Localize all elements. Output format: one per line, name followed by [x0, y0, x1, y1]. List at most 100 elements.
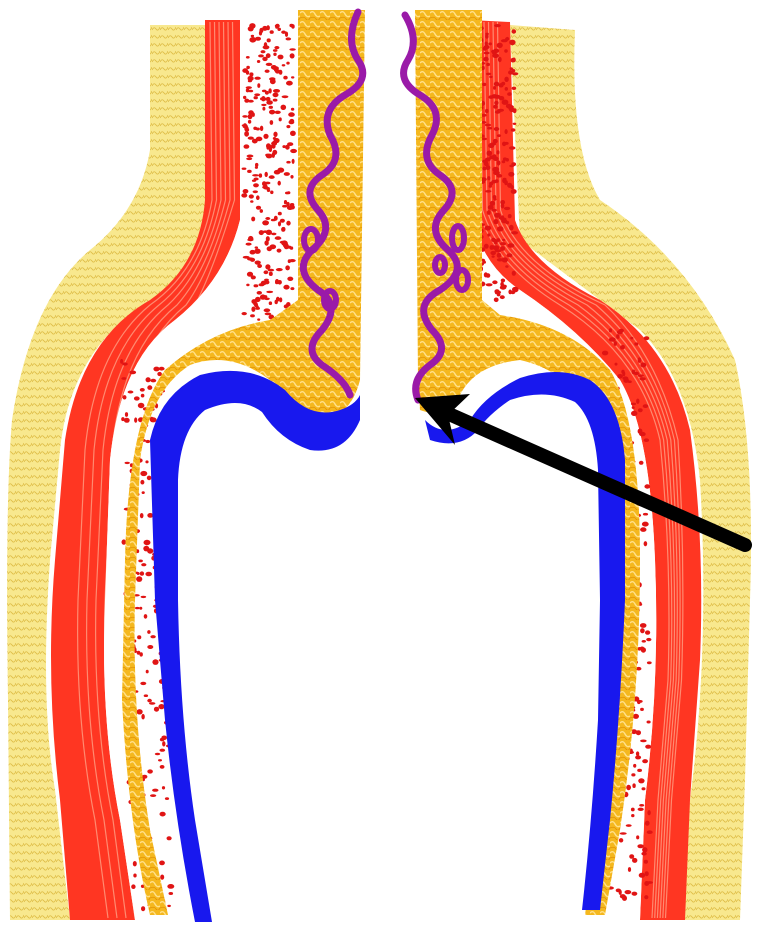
- dot: [506, 37, 509, 41]
- dot: [488, 42, 492, 45]
- dot: [631, 411, 637, 416]
- dot: [150, 794, 156, 797]
- dot: [291, 108, 294, 111]
- dot: [288, 246, 292, 249]
- dot: [642, 640, 646, 643]
- dot: [644, 438, 649, 442]
- dot: [262, 220, 269, 225]
- dot: [251, 299, 256, 304]
- dot: [286, 81, 293, 86]
- dot: [488, 143, 494, 148]
- dot: [631, 814, 634, 817]
- dot: [145, 460, 148, 463]
- dot: [246, 88, 250, 92]
- dot: [272, 150, 277, 155]
- dot: [275, 281, 279, 284]
- dot: [129, 371, 136, 375]
- dot: [246, 86, 252, 89]
- dot: [273, 137, 276, 140]
- dot: [167, 836, 172, 840]
- dot: [638, 808, 644, 811]
- dot: [270, 30, 274, 34]
- dot: [144, 540, 151, 545]
- dot: [256, 195, 260, 200]
- dot: [261, 50, 266, 53]
- dot: [645, 821, 650, 826]
- dot: [255, 261, 261, 265]
- dot: [141, 596, 147, 598]
- dot: [281, 240, 288, 245]
- dot: [642, 522, 649, 527]
- dot: [273, 49, 278, 52]
- dot: [250, 314, 255, 317]
- dot: [632, 892, 638, 896]
- dot: [502, 142, 506, 147]
- dot: [497, 109, 504, 112]
- dot: [647, 810, 650, 815]
- dot: [147, 476, 152, 481]
- dot: [270, 191, 273, 195]
- dot: [261, 104, 266, 106]
- dot: [149, 702, 155, 705]
- dot: [645, 871, 649, 876]
- dot: [639, 804, 644, 807]
- dot: [616, 334, 620, 339]
- dot: [495, 249, 502, 252]
- dot: [621, 345, 625, 349]
- dot: [288, 259, 291, 263]
- dot: [494, 289, 499, 293]
- dot: [142, 491, 145, 494]
- dot: [643, 513, 648, 516]
- dot: [502, 160, 506, 163]
- dot: [497, 258, 503, 261]
- dot: [280, 219, 285, 223]
- dot: [505, 87, 508, 91]
- dot: [279, 297, 282, 302]
- dot: [640, 363, 646, 368]
- dot: [251, 35, 254, 37]
- dot: [278, 181, 281, 186]
- dot: [487, 176, 490, 180]
- dot: [265, 154, 270, 157]
- dot: [493, 105, 498, 109]
- dot: [500, 285, 507, 289]
- dot: [638, 429, 643, 434]
- dot: [273, 66, 276, 69]
- dot: [141, 394, 145, 398]
- dot: [290, 53, 295, 58]
- dot: [617, 374, 623, 379]
- dot: [277, 168, 284, 173]
- dot: [260, 209, 263, 213]
- dot: [247, 155, 254, 158]
- dot: [636, 751, 639, 756]
- dot: [241, 193, 247, 197]
- dot: [264, 270, 269, 274]
- dot: [643, 404, 649, 408]
- dot: [290, 131, 296, 136]
- dot: [286, 221, 290, 226]
- dot: [485, 226, 492, 231]
- dot: [640, 708, 644, 711]
- dot: [271, 233, 276, 236]
- dot: [644, 336, 650, 340]
- dot: [638, 408, 643, 412]
- dot: [152, 659, 158, 665]
- dot: [131, 884, 135, 889]
- dot: [147, 385, 152, 390]
- dot: [638, 700, 643, 703]
- dot: [483, 57, 489, 62]
- dot: [637, 769, 642, 772]
- dot: [262, 107, 265, 111]
- dot: [289, 48, 295, 51]
- dot: [162, 741, 165, 746]
- dot: [269, 110, 275, 115]
- dot: [503, 178, 507, 181]
- dot: [637, 844, 643, 848]
- dot: [275, 111, 281, 114]
- dot: [632, 783, 635, 788]
- dot: [487, 127, 492, 130]
- dot: [160, 749, 166, 752]
- dot: [249, 194, 254, 198]
- dot: [269, 301, 272, 305]
